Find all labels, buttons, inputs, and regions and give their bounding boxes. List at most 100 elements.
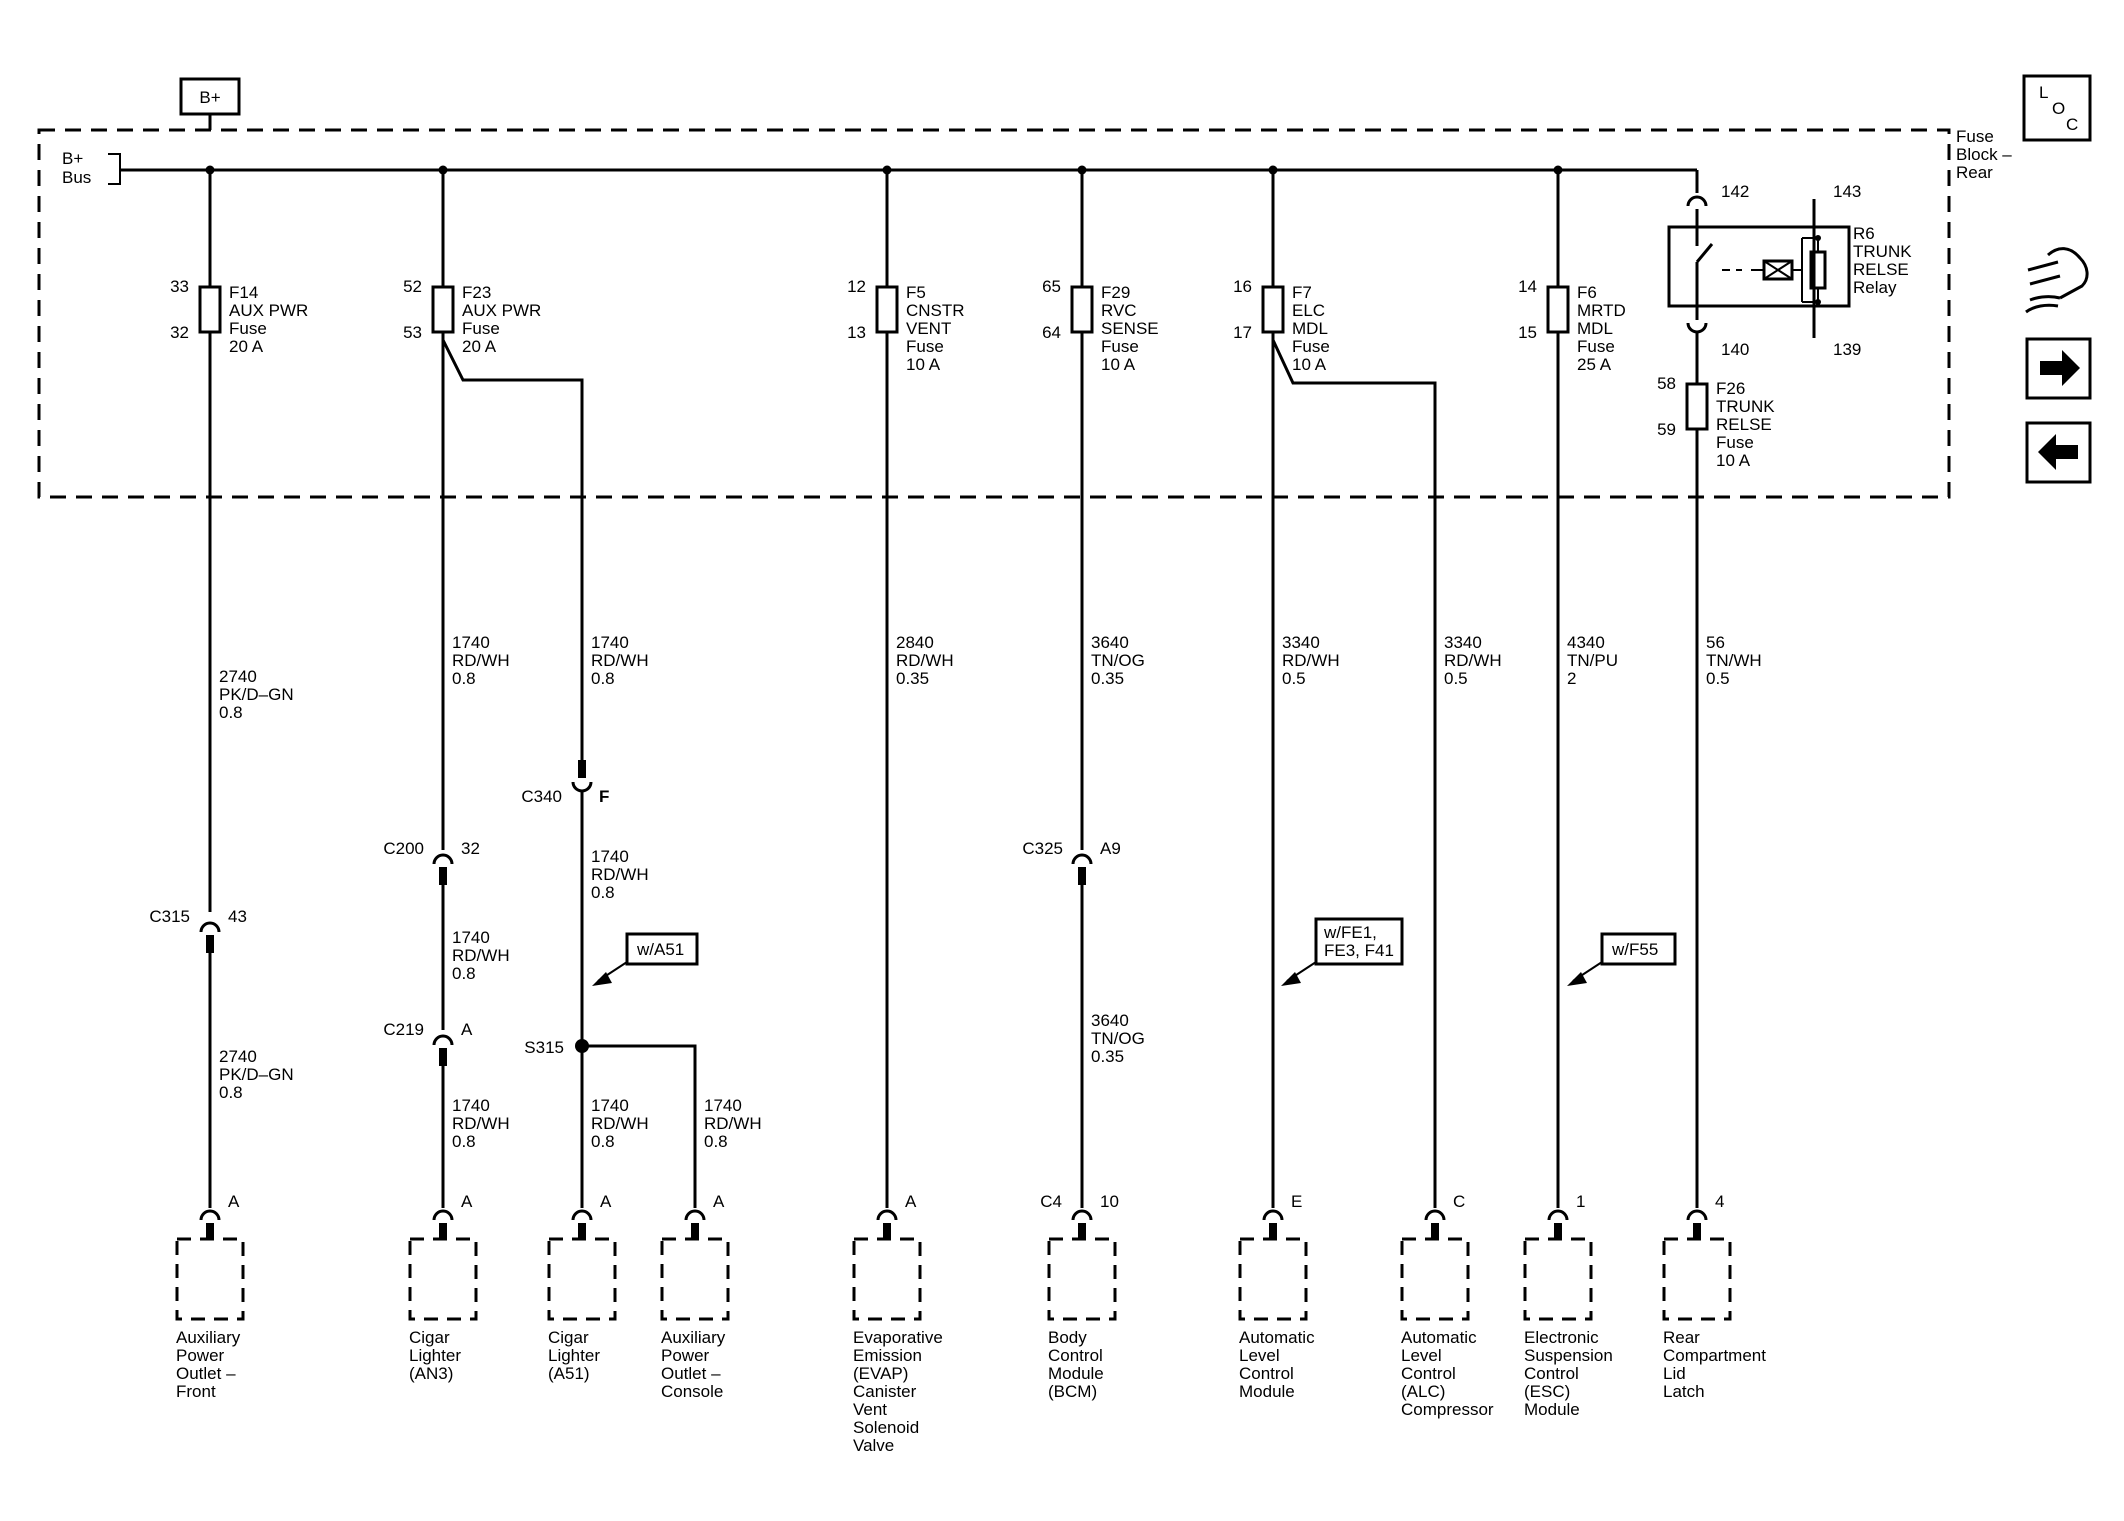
fuse-pin: 14	[1518, 277, 1537, 296]
bus-bracket	[108, 153, 121, 185]
component-label: Level	[1239, 1346, 1280, 1365]
wire-label: TN/OG	[1091, 651, 1145, 670]
component-label: (ESC)	[1524, 1382, 1570, 1401]
fuse-label: TRUNK	[1716, 397, 1775, 416]
component-label: Automatic	[1239, 1328, 1315, 1347]
wire-label: 0.5	[1706, 669, 1730, 688]
circuit-f29: 65 64 F29 RVC SENSE Fuse 10 A 3640 TN/OG…	[1022, 170, 1159, 1208]
fuse-f29	[1070, 285, 1094, 334]
connector-c219	[432, 1034, 454, 1046]
fuse-label: 20 A	[229, 337, 264, 356]
locator-letter: O	[2052, 99, 2065, 118]
component-label: (ALC)	[1401, 1382, 1445, 1401]
relay-label: TRUNK	[1853, 242, 1912, 261]
component-label: Power	[176, 1346, 225, 1365]
fuse-label: Fuse	[1716, 433, 1754, 452]
wire-label: 1740	[452, 928, 490, 947]
relay-label: R6	[1853, 224, 1875, 243]
component-pin: A	[600, 1192, 612, 1211]
wire-label: RD/WH	[591, 651, 649, 670]
fuse-block-label: Fuse	[1956, 127, 1994, 146]
component-label: Compartment	[1663, 1346, 1766, 1365]
bus-label: Bus	[62, 168, 91, 187]
wire-label: 0.8	[452, 964, 476, 983]
wire-label: 3340	[1282, 633, 1320, 652]
wire-label: 1740	[591, 847, 629, 866]
fuse-f7	[1261, 285, 1285, 334]
fuse-pin: 17	[1233, 323, 1252, 342]
fuse-pin: 32	[170, 323, 189, 342]
component-label: Control	[1048, 1346, 1103, 1365]
component-connector: C4	[1040, 1192, 1062, 1211]
fuse-label: F6	[1577, 283, 1597, 302]
fuse-label: Fuse	[906, 337, 944, 356]
option-label: FE3, F41	[1324, 941, 1394, 960]
fuse-pin: 13	[847, 323, 866, 342]
fuse-f26	[1685, 382, 1709, 431]
relay-pin: 139	[1833, 340, 1861, 359]
circuit-f26-relay: 142 143 140 139 R6 TRUNK RELSE Relay 58 …	[1657, 170, 1912, 1208]
component-label: Lighter	[409, 1346, 461, 1365]
component-label: (AN3)	[409, 1364, 453, 1383]
wire-label: 1740	[591, 1096, 629, 1115]
wire-label: 0.8	[452, 669, 476, 688]
wire-label: TN/PU	[1567, 651, 1618, 670]
option-label: w/FE1,	[1323, 923, 1377, 942]
wire-label: 4340	[1567, 633, 1605, 652]
wire-label: RD/WH	[452, 1114, 510, 1133]
fuse-label: 20 A	[462, 337, 497, 356]
component-label: (A51)	[548, 1364, 590, 1383]
component-label: Solenoid	[853, 1418, 919, 1437]
circuit-f7: 16 17 F7 ELC MDL Fuse 10 A 3340 RD/WH 0.…	[1233, 170, 1502, 1208]
component-label: Body	[1048, 1328, 1087, 1347]
component-pin: A	[905, 1192, 917, 1211]
fuse-label: Fuse	[229, 319, 267, 338]
fuse-pin: 58	[1657, 374, 1676, 393]
wire-label: 0.8	[219, 1083, 243, 1102]
wire-label: 0.5	[1444, 669, 1468, 688]
wire-label: 0.8	[704, 1132, 728, 1151]
fuse-pin: 12	[847, 277, 866, 296]
fuse-pin: 53	[403, 323, 422, 342]
component-label: Cigar	[409, 1328, 450, 1347]
service-info-icon[interactable]	[2025, 247, 2089, 314]
fuse-label: Fuse	[1292, 337, 1330, 356]
component-label: Control	[1401, 1364, 1456, 1383]
component-label: Valve	[853, 1436, 894, 1455]
connector-c315	[199, 921, 221, 933]
wire-label: 0.8	[452, 1132, 476, 1151]
fuse-label: 10 A	[1292, 355, 1327, 374]
component-label: Front	[176, 1382, 216, 1401]
wire-label: 0.8	[219, 703, 243, 722]
wire-label: 1740	[452, 1096, 490, 1115]
wire-label: 1740	[452, 633, 490, 652]
arrow-right-icon	[2040, 350, 2080, 386]
fuse-label: AUX PWR	[229, 301, 308, 320]
relay-pin: 142	[1721, 182, 1749, 201]
relay-label: RELSE	[1853, 260, 1909, 279]
component-pin: 4	[1715, 1192, 1724, 1211]
connector-name: C315	[149, 907, 190, 926]
component-pin: A	[713, 1192, 725, 1211]
fuse-block-outline	[37, 128, 1951, 499]
circuit-f14: 33 32 F14 AUX PWR Fuse 20 A 2740 PK/D–GN…	[149, 170, 308, 1208]
wire-label: RD/WH	[452, 651, 510, 670]
component-pin: A	[461, 1192, 473, 1211]
component-pin: 1	[1576, 1192, 1585, 1211]
connector-c200	[432, 853, 454, 865]
component-label: Outlet –	[661, 1364, 721, 1383]
fuse-label: F23	[462, 283, 491, 302]
connector-pin: 43	[228, 907, 247, 926]
component-label: Rear	[1663, 1328, 1700, 1347]
locator-button[interactable]	[2022, 74, 2092, 142]
circuit-f23-branch: 1740 RD/WH 0.8 C340 F 1740 RD/WH 0.8 w/A…	[521, 633, 762, 1208]
fuse-label: AUX PWR	[462, 301, 541, 320]
option-box-a51	[625, 932, 699, 966]
wire-label: RD/WH	[591, 865, 649, 884]
